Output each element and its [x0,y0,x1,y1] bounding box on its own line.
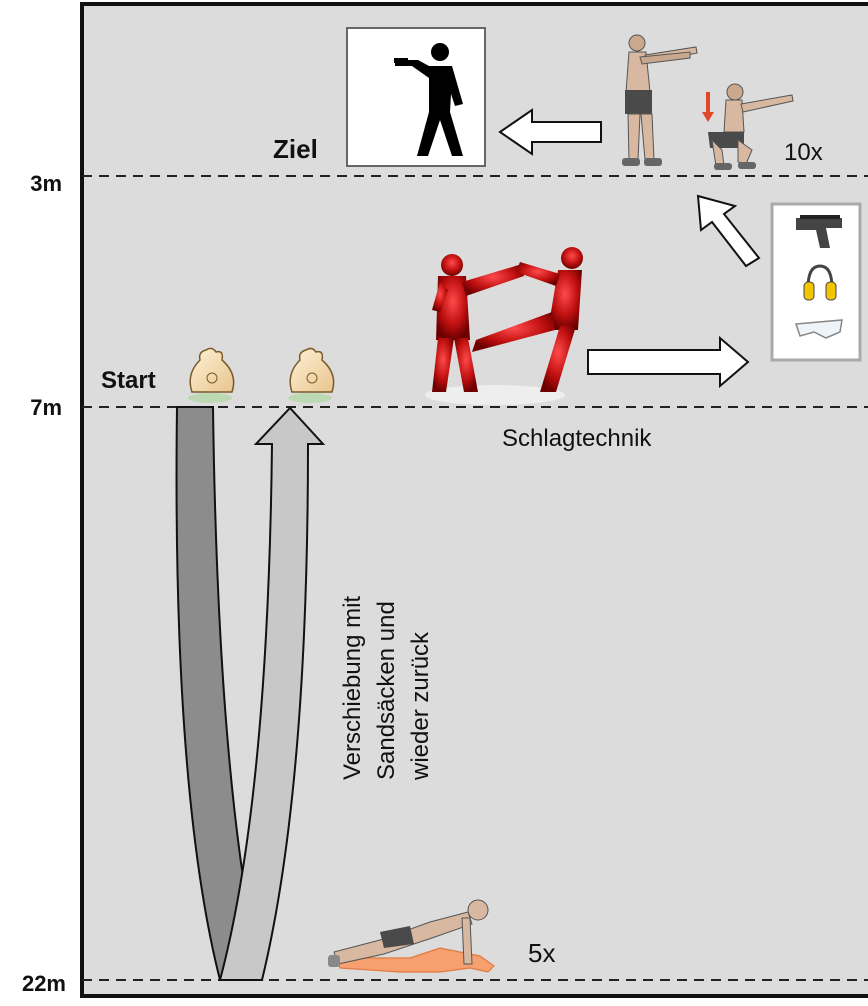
strike-technique-label: Schlagtechnik [502,425,652,452]
movement-caption-line1: Verschiebung mit [339,596,366,780]
shooting-target-icon [347,28,485,166]
distance-label-7m: 7m [30,395,62,420]
pushup-reps-label: 5x [528,938,555,968]
start-label: Start [101,367,156,394]
movement-caption-line2: Sandsäcken und [373,601,400,780]
equipment-box [772,204,860,360]
squat-reps-label: 10x [784,139,823,166]
movement-caption-line3: wieder zurück [407,631,434,781]
distance-label-3m: 3m [30,171,62,196]
goal-label: Ziel [273,134,318,164]
distance-label-22m: 22m [22,971,66,996]
